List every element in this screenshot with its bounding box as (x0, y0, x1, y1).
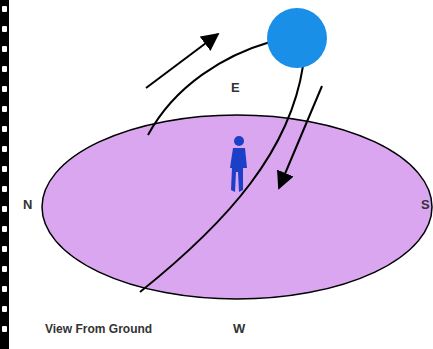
compass-direction: S (421, 198, 430, 211)
compass-direction: E (231, 81, 240, 94)
horizon-plane (42, 115, 432, 299)
compass-direction: N (23, 198, 32, 211)
sun (267, 8, 327, 68)
view-caption: View From Ground (45, 323, 152, 335)
sun-path-setting (140, 66, 303, 292)
compass-direction: W (233, 322, 245, 335)
observer-figure (230, 136, 247, 192)
direction-arrow (279, 86, 322, 188)
direction-arrow (146, 34, 218, 88)
sun-path-rising (148, 42, 270, 135)
film-strip (0, 0, 9, 349)
